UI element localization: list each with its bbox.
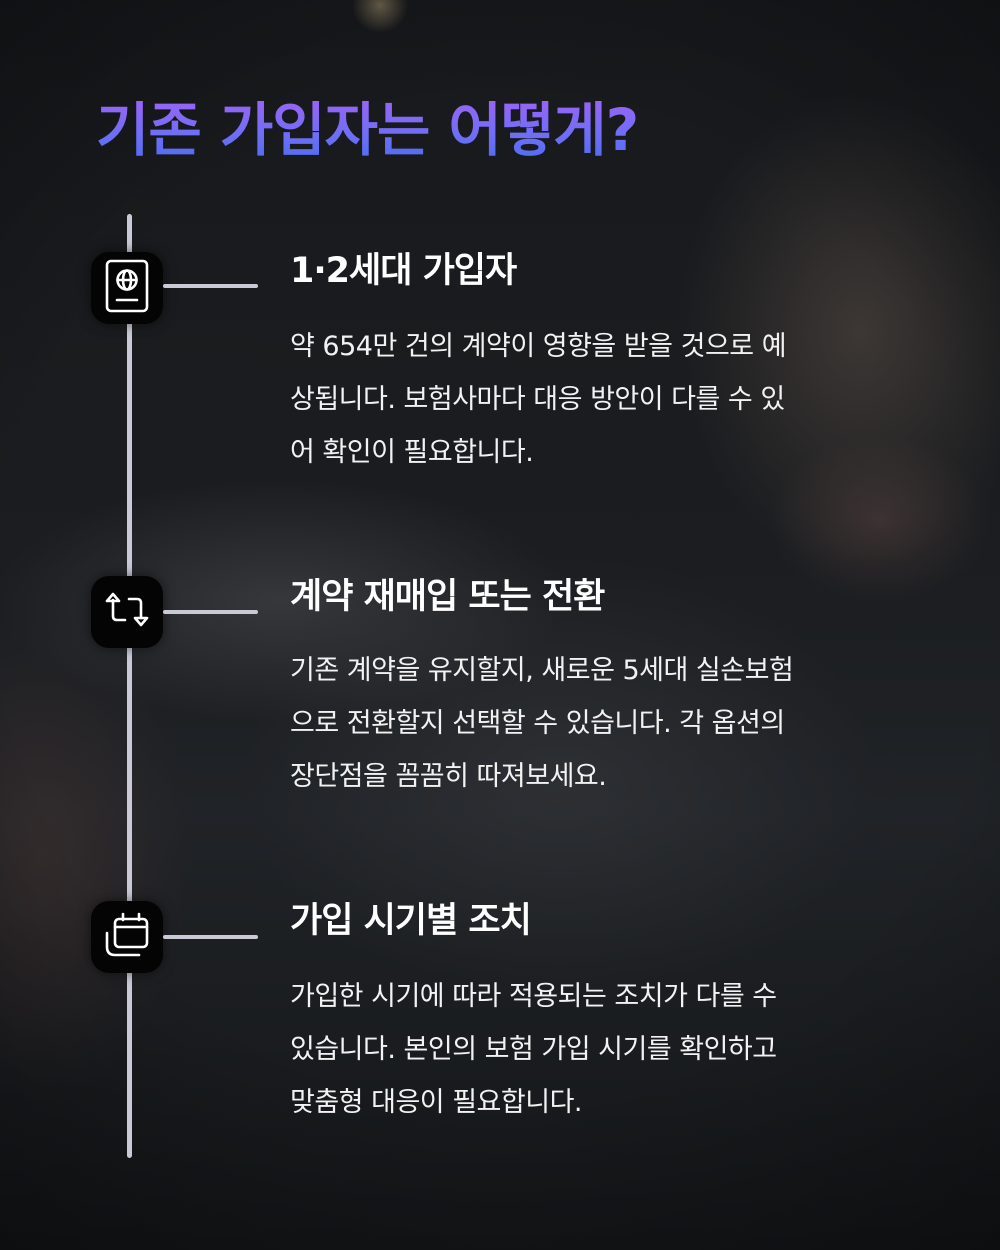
passport-globe-icon <box>103 258 151 318</box>
timeline-item-title: 계약 재매입 또는 전환 <box>290 577 605 617</box>
timeline-icon-box-3 <box>91 901 163 973</box>
timeline-item-description: 가입한 시기에 따라 적용되는 조치가 다를 수 있습니다. 본인의 보험 가입… <box>290 981 777 1118</box>
timeline-vertical-line <box>127 214 132 1158</box>
swap-arrows-icon <box>101 590 153 634</box>
timeline-connector-3 <box>163 935 258 939</box>
timeline-icon-box-2 <box>91 576 163 648</box>
calendar-stack-icon <box>101 909 153 965</box>
page-title: 기존 가입자는 어떻게? <box>96 96 639 164</box>
timeline-item-description: 기존 계약을 유지할지, 새로운 5세대 실손보험 으로 전환할지 선택할 수 … <box>290 655 794 792</box>
timeline-item-title: 1·2세대 가입자 <box>290 251 517 291</box>
timeline-icon-box-1 <box>91 252 163 324</box>
timeline-item-description: 약 654만 건의 계약이 영향을 받을 것으로 예 상됩니다. 보험사마다 대… <box>290 331 787 468</box>
timeline-item-title: 가입 시기별 조치 <box>290 901 532 941</box>
timeline-connector-1 <box>163 284 258 288</box>
timeline-connector-2 <box>163 610 258 614</box>
